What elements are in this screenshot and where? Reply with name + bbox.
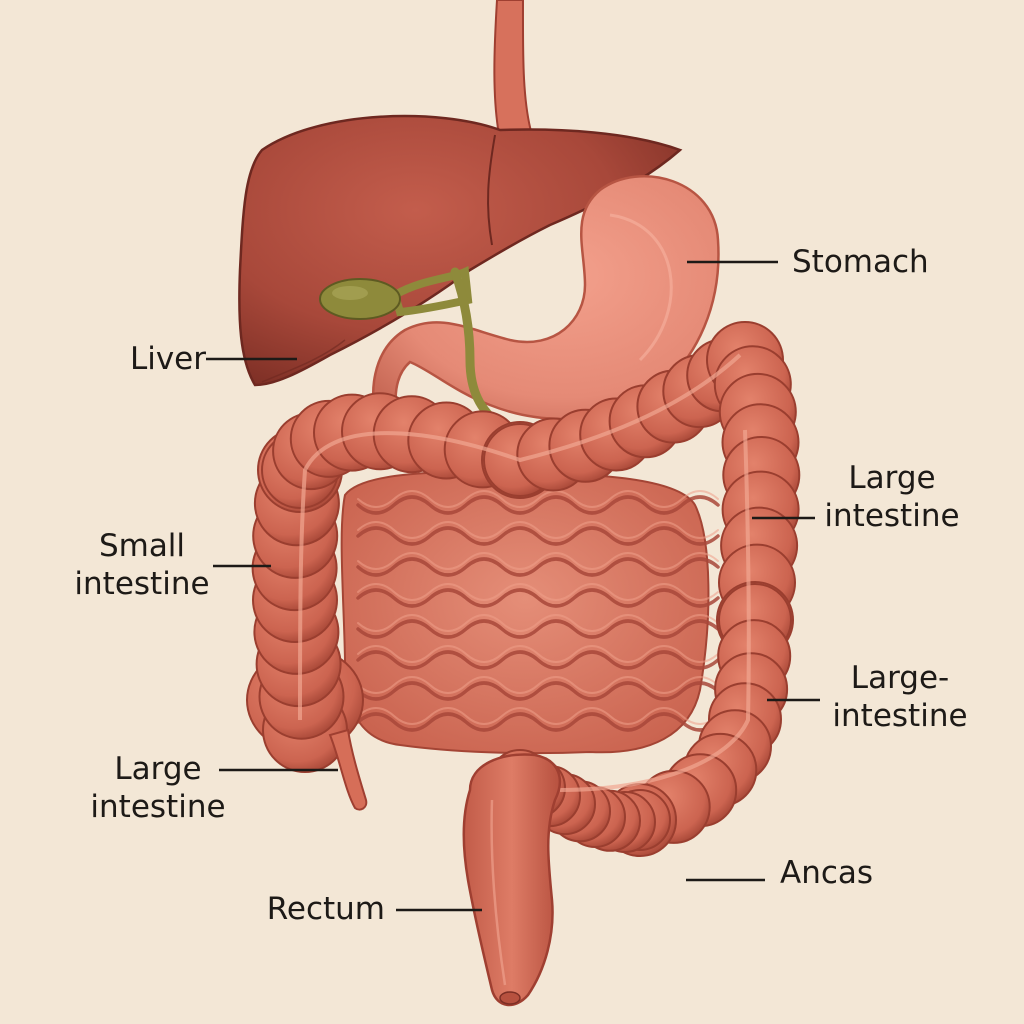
label-small-intestine: Small intestine [62,527,222,603]
esophagus-illustration [493,0,534,142]
label-large-intestine-lower-right-line2: intestine [832,698,968,734]
intestine-coil-highlight [357,552,719,570]
intestine-coil [356,495,720,515]
intestine-coil-highlight [357,490,719,508]
label-large-intestine-left: Large intestine [78,750,238,826]
label-large-intestine-left-line2: intestine [90,789,226,825]
small-intestine-illustration [340,470,720,755]
intestine-coil [356,588,720,608]
intestine-coil [356,650,720,670]
intestine-coil [356,712,720,732]
label-large-intestine-lower-right: Large- intestine [820,659,980,735]
intestine-coil-highlight [357,676,719,694]
label-rectum: Rectum [240,890,385,928]
label-large-intestine-upper-right-line1: Large [848,460,936,496]
intestine-coil-highlight [357,614,719,632]
intestine-coil-highlight [357,583,719,601]
label-large-intestine-lower-right-line1: Large- [850,660,950,696]
intestine-coil [356,557,720,577]
appendix-illustration [328,728,368,811]
rectum-illustration [462,753,562,1007]
label-anus-text: Ancas [780,855,874,891]
stomach-illustration [371,175,720,427]
label-anus: Ancas [780,854,873,892]
label-large-intestine-upper-right-line2: intestine [824,498,960,534]
intestine-coil-highlight [357,521,719,539]
label-liver: Liver [118,340,206,378]
label-stomach: Stomach [792,243,929,281]
label-liver-text: Liver [129,341,206,377]
label-rectum-text: Rectum [266,891,385,927]
label-small-intestine-line1: Small [98,528,186,564]
label-stomach-text: Stomach [792,244,929,280]
intestine-coil [356,681,720,701]
label-large-intestine-left-line1: Large [114,751,202,787]
label-small-intestine-line2: intestine [74,566,210,602]
intestine-coil [356,526,720,546]
intestine-coil [356,619,720,639]
leader-lines [206,260,820,912]
intestine-coil-highlight [357,645,719,663]
label-large-intestine-upper-right: Large intestine [812,459,972,535]
intestine-coil-highlight [357,707,719,725]
